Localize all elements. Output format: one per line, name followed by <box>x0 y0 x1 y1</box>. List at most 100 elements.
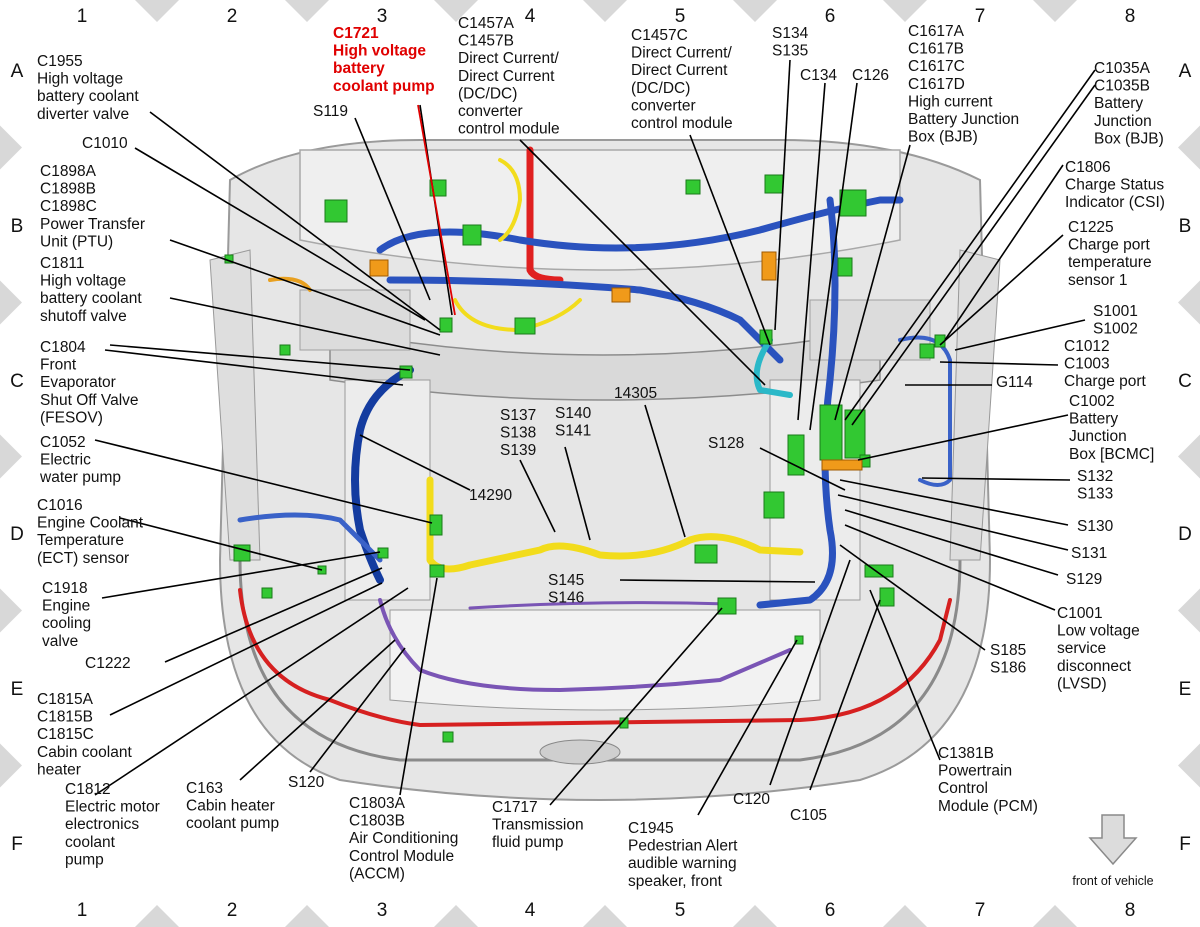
callout-line: Junction <box>1094 113 1152 130</box>
callout-line: speaker, front <box>628 873 723 890</box>
grid-column-top: 8 <box>1125 6 1136 27</box>
callout-line: High voltage <box>37 71 123 88</box>
red-harness-hv <box>526 146 564 284</box>
callout-line: High voltage <box>333 43 426 60</box>
callout-line: C1918 <box>42 580 88 597</box>
yellow-harness-upper <box>498 158 522 242</box>
border-diamond <box>733 905 777 927</box>
callout-s131: S131 <box>1071 545 1107 562</box>
callout-line: water pump <box>39 469 121 486</box>
callout-line: C1898A <box>40 163 97 180</box>
callout-line: coolant <box>65 834 116 851</box>
callout-line: C1035A <box>1094 60 1151 77</box>
grid-column-top: 3 <box>377 6 388 27</box>
callout-line: temperature <box>1068 254 1152 271</box>
border-diamond <box>0 125 22 170</box>
callout-line: C1812 <box>65 781 111 798</box>
border-diamond <box>434 905 478 927</box>
grid-column-bottom: 4 <box>525 900 536 921</box>
callout-line: Transmission <box>492 817 584 834</box>
callout-line: Direct Current/ <box>458 50 559 67</box>
callout-s119: S119 <box>313 103 348 120</box>
callout-line: disconnect <box>1057 658 1132 675</box>
callout-line: Box [BCMC] <box>1069 446 1154 463</box>
callout-line: C1815C <box>37 726 94 743</box>
callout-line: S130 <box>1077 518 1114 535</box>
vehicle-body <box>209 139 1001 801</box>
callout-s130: S130 <box>1077 518 1114 535</box>
callout-line: Evaporator <box>40 374 116 391</box>
callout-line: Control <box>938 780 988 797</box>
callout-line: C126 <box>852 67 889 84</box>
callout-line: converter <box>458 103 523 120</box>
border-diamond <box>883 905 927 927</box>
callout-line: C1815B <box>37 709 93 726</box>
callout-line: (DC/DC) <box>458 85 517 102</box>
callout-line: C120 <box>733 791 770 808</box>
callout-line: C134 <box>800 67 837 84</box>
callout-line: 14305 <box>614 385 657 402</box>
callout-line: S134 <box>772 25 809 42</box>
callout-line: battery <box>333 60 385 77</box>
callout-line: Electric motor <box>65 799 160 816</box>
callout-line: C1617C <box>908 58 965 75</box>
callout-c1222: C1222 <box>85 655 131 672</box>
orange-components <box>369 251 863 471</box>
callout-line: Module (PCM) <box>938 798 1038 815</box>
callout-line: C1457A <box>458 15 515 32</box>
grid-row-right: C <box>1178 371 1192 392</box>
purple-harness-2 <box>468 601 732 610</box>
callout-line: Front <box>40 357 77 374</box>
callout-line: S132 <box>1077 468 1113 485</box>
callout-line: pump <box>65 851 104 868</box>
callout-line: Direct Current <box>458 68 555 85</box>
callout-line: C1804 <box>40 339 86 356</box>
callout-line: C1457C <box>631 27 688 44</box>
callout-line: C1815A <box>37 691 94 708</box>
grid-column-top: 4 <box>525 6 536 27</box>
callout-line: C1225 <box>1068 219 1114 236</box>
callout-line: Junction <box>1069 428 1127 445</box>
callout-line: (ECT) sensor <box>37 550 129 567</box>
callout-line: Powertrain <box>938 763 1012 780</box>
grid-column-top: 5 <box>675 6 686 27</box>
orange-harness <box>268 276 312 292</box>
grid-column-bottom: 3 <box>377 900 388 921</box>
cyan-harness <box>753 337 793 398</box>
border-diamond <box>0 743 22 788</box>
callout-line: S131 <box>1071 545 1107 562</box>
callout-line: Charge Status <box>1065 177 1164 194</box>
grid-row-left: E <box>11 679 24 700</box>
border-diamond <box>1178 434 1200 479</box>
grid-column-top: 6 <box>825 6 836 27</box>
callout-line: Cabin coolant <box>37 744 132 761</box>
callout-line: battery coolant <box>37 88 139 105</box>
callout-line: C1898C <box>40 198 97 215</box>
callout-line: C1617B <box>908 41 964 58</box>
callout-line: coolant pump <box>186 815 279 832</box>
callout-line: battery coolant <box>40 290 142 307</box>
callout-line: Engine <box>42 598 90 615</box>
border-diamond <box>883 0 927 22</box>
callout-line: Power Transfer <box>40 216 145 233</box>
callout-line: C1001 <box>1057 605 1103 622</box>
callout-line: 14290 <box>469 487 512 504</box>
callout-line: C1803A <box>349 795 406 812</box>
callout-line: S137 <box>500 407 536 424</box>
callout-line: Direct Current <box>631 62 728 79</box>
harnesses <box>237 146 952 727</box>
